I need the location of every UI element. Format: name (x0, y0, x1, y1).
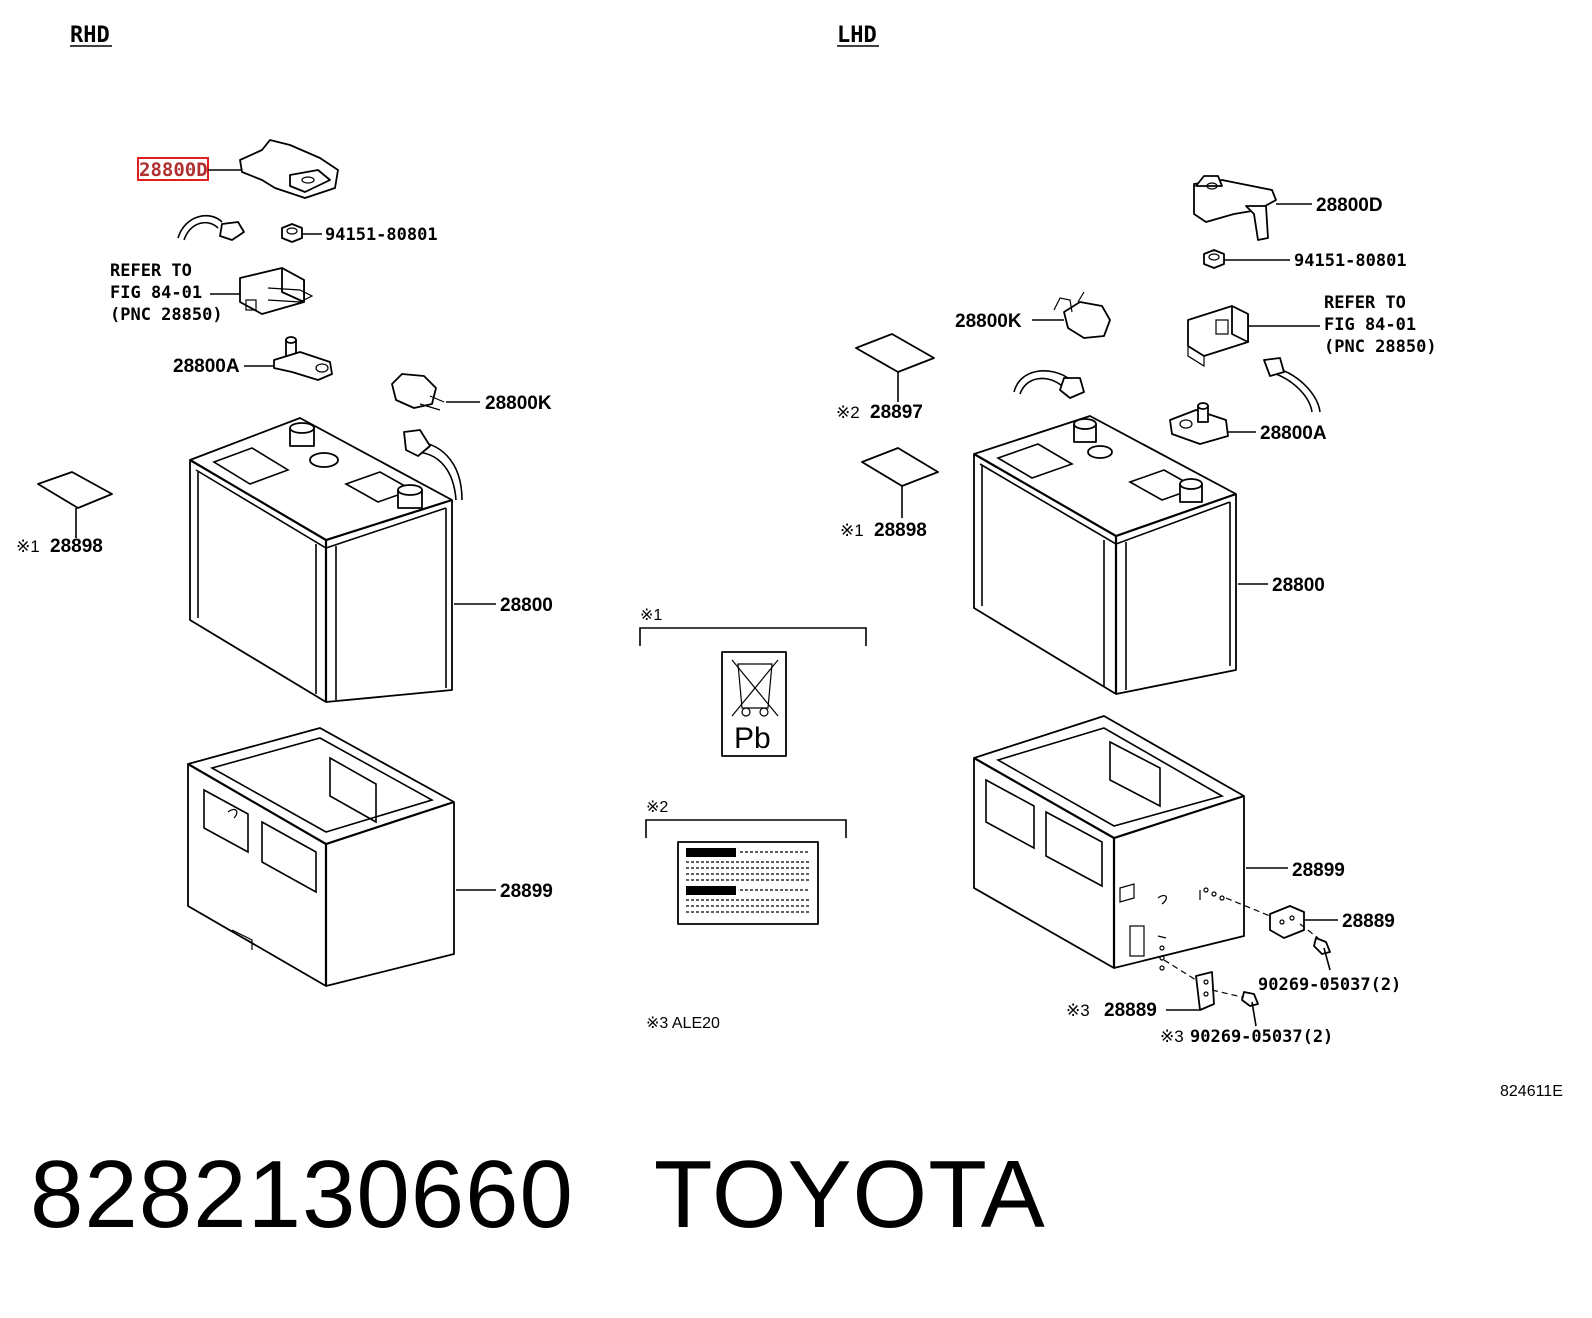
lhd-cover-label[interactable]: 28800K (955, 311, 1022, 332)
rhd-cover-part (391, 373, 445, 411)
rhd-label-mark: ※1 (16, 537, 40, 556)
rhd-nut-label[interactable]: 94151-80801 (325, 225, 438, 245)
lhd-refer-line3: (PNC 28850) (1324, 337, 1437, 357)
lhd-nut-part (1203, 249, 1225, 269)
highlight-box (137, 157, 209, 181)
rhd-battery-cable (403, 429, 463, 501)
lhd-bracket-part (1225, 897, 1331, 971)
rhd-cable-end (177, 214, 245, 241)
rhd-tray-label[interactable]: 28899 (500, 881, 553, 902)
rhd-terminal-label[interactable]: 28800A (173, 356, 240, 377)
rhd-refer-line2[interactable]: FIG 84-01 (110, 283, 202, 303)
lhd-terminal-part (1169, 402, 1229, 445)
lhd-bolt-label[interactable]: 90269-05037(2) (1258, 975, 1401, 995)
rhd-refer-line1: REFER TO (110, 261, 192, 281)
rhd-refer-line3: (PNC 28850) (110, 305, 223, 325)
rhd-tray (187, 727, 455, 987)
part-number: 8282130660 (30, 1141, 574, 1248)
lhd-refer-line2[interactable]: FIG 84-01 (1324, 315, 1416, 335)
lhd-label2-number[interactable]: 28897 (870, 402, 923, 423)
lhd-bracket3-part (1163, 959, 1259, 1027)
note1-mark: ※1 (640, 607, 662, 624)
lhd-clamp-label[interactable]: 28800D (1316, 195, 1383, 216)
note3-text: ※3 ALE20 (646, 1015, 720, 1032)
footer-caption: 8282130660 TOYOTA (30, 1140, 1126, 1250)
figure-id: 824611E (1500, 1083, 1563, 1100)
lhd-tray-label[interactable]: 28899 (1292, 860, 1345, 881)
rhd-battery-label[interactable]: 28800 (500, 595, 553, 616)
lhd-battery-label[interactable]: 28800 (1272, 575, 1325, 596)
rhd-clamp-part (239, 139, 339, 199)
lhd-label2-mark: ※2 (836, 403, 860, 422)
recycle-label-icon (721, 651, 787, 757)
rhd-fuse-block (239, 267, 314, 315)
lhd-battery (973, 415, 1237, 695)
lhd-label1-sheet (861, 447, 939, 518)
lhd-cable (1013, 357, 1321, 413)
brand-name: TOYOTA (653, 1141, 1046, 1248)
lhd-nut-label[interactable]: 94151-80801 (1294, 251, 1407, 271)
lhd-bracket3-label[interactable]: 28889 (1104, 1000, 1157, 1021)
rhd-header: RHD (70, 23, 110, 48)
lhd-bolt3-mark: ※3 (1160, 1027, 1184, 1046)
lhd-bracket3-mark: ※3 (1066, 1001, 1090, 1020)
lhd-label1-mark: ※1 (840, 521, 864, 540)
rhd-nut-part (281, 223, 303, 243)
lhd-header: LHD (837, 23, 877, 48)
lhd-clamp-part (1193, 175, 1277, 241)
lhd-terminal-label[interactable]: 28800A (1260, 423, 1327, 444)
lhd-tray (973, 715, 1245, 971)
note2-mark: ※2 (646, 799, 668, 816)
lhd-bracket-label[interactable]: 28889 (1342, 911, 1395, 932)
lhd-bolt3-label[interactable]: 90269-05037(2) (1190, 1027, 1333, 1047)
lhd-refer-line1: REFER TO (1324, 293, 1406, 313)
rhd-battery (189, 417, 453, 703)
rhd-label-sheet (37, 471, 113, 538)
lhd-cover-part (1053, 291, 1111, 339)
recycle-pb-text: Pb (734, 722, 771, 755)
lhd-label2-sheet (855, 333, 935, 402)
lhd-fuse-block (1187, 305, 1249, 368)
rhd-terminal-part (273, 336, 333, 381)
lhd-label1-number[interactable]: 28898 (874, 520, 927, 541)
rhd-cover-label[interactable]: 28800K (485, 393, 552, 414)
rhd-clamp-label[interactable]: 28800D (139, 159, 208, 181)
rhd-label-number[interactable]: 28898 (50, 536, 103, 557)
caution-label-icon (677, 841, 819, 925)
